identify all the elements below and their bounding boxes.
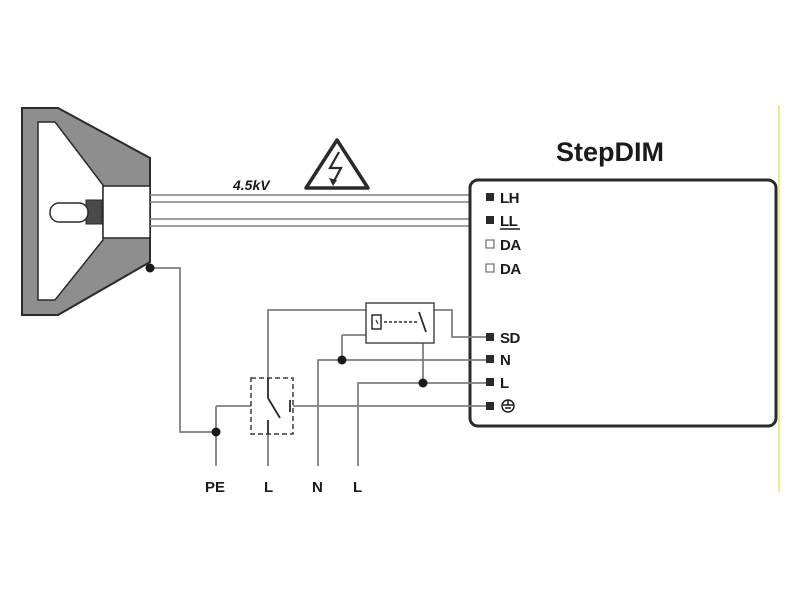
terminal-ll-filled-icon: [486, 216, 494, 224]
terminal-l-filled-icon: [486, 378, 494, 386]
terminal-earth-icon: [501, 399, 515, 413]
terminal-earth-filled-icon: [486, 402, 494, 410]
stepdim-ballast-box: [468, 178, 778, 428]
voltage-label: 4.5kV: [232, 177, 271, 193]
relay-contact-icon: [418, 311, 427, 333]
supply-pe-label: PE: [205, 479, 225, 496]
junction-pe: [211, 427, 221, 437]
terminal-sd-label: SD: [500, 330, 521, 347]
junction-l: [418, 378, 428, 388]
supply-wiring: [150, 267, 486, 466]
supply-l-label: L: [353, 479, 362, 496]
junction-dots: [145, 263, 428, 437]
l-wire: [357, 382, 486, 466]
terminal-sd-filled-icon: [486, 333, 494, 341]
terminal-n-filled-icon: [486, 355, 494, 363]
lamp-bulb: [49, 202, 89, 223]
device-title: StepDIM: [556, 137, 664, 167]
lamp-leads: [150, 194, 476, 227]
control-relay: [365, 302, 435, 344]
supply-l-switched-label: L: [264, 479, 273, 496]
switch-dashed-box: [250, 377, 294, 435]
sd-wire: [434, 309, 486, 338]
n-wire: [317, 359, 486, 466]
junction-n: [337, 355, 347, 365]
supply-n-label: N: [312, 479, 323, 496]
terminal-da2-label: DA: [500, 261, 521, 278]
lamp-reflector: [21, 107, 151, 316]
junction-lamp-earth: [145, 263, 155, 273]
terminal-ll-label: LL: [500, 213, 518, 230]
terminal-lh-label: LH: [500, 190, 519, 207]
terminal-da1-label: DA: [500, 237, 521, 254]
terminal-lh-filled-icon: [486, 193, 494, 201]
terminal-l-label: L: [500, 375, 509, 392]
terminal-da2-empty-icon: [485, 263, 495, 273]
switch-contact-icon: [267, 397, 281, 419]
terminal-block: LH LL DA DA SD N L: [485, 190, 522, 413]
wall-switch: [250, 377, 294, 435]
high-voltage-warning-icon: [304, 138, 370, 190]
pe-wire-lamp: [150, 267, 216, 433]
lamp-socket: [102, 185, 151, 239]
terminal-n-label: N: [500, 352, 510, 369]
terminal-da1-empty-icon: [485, 239, 495, 249]
